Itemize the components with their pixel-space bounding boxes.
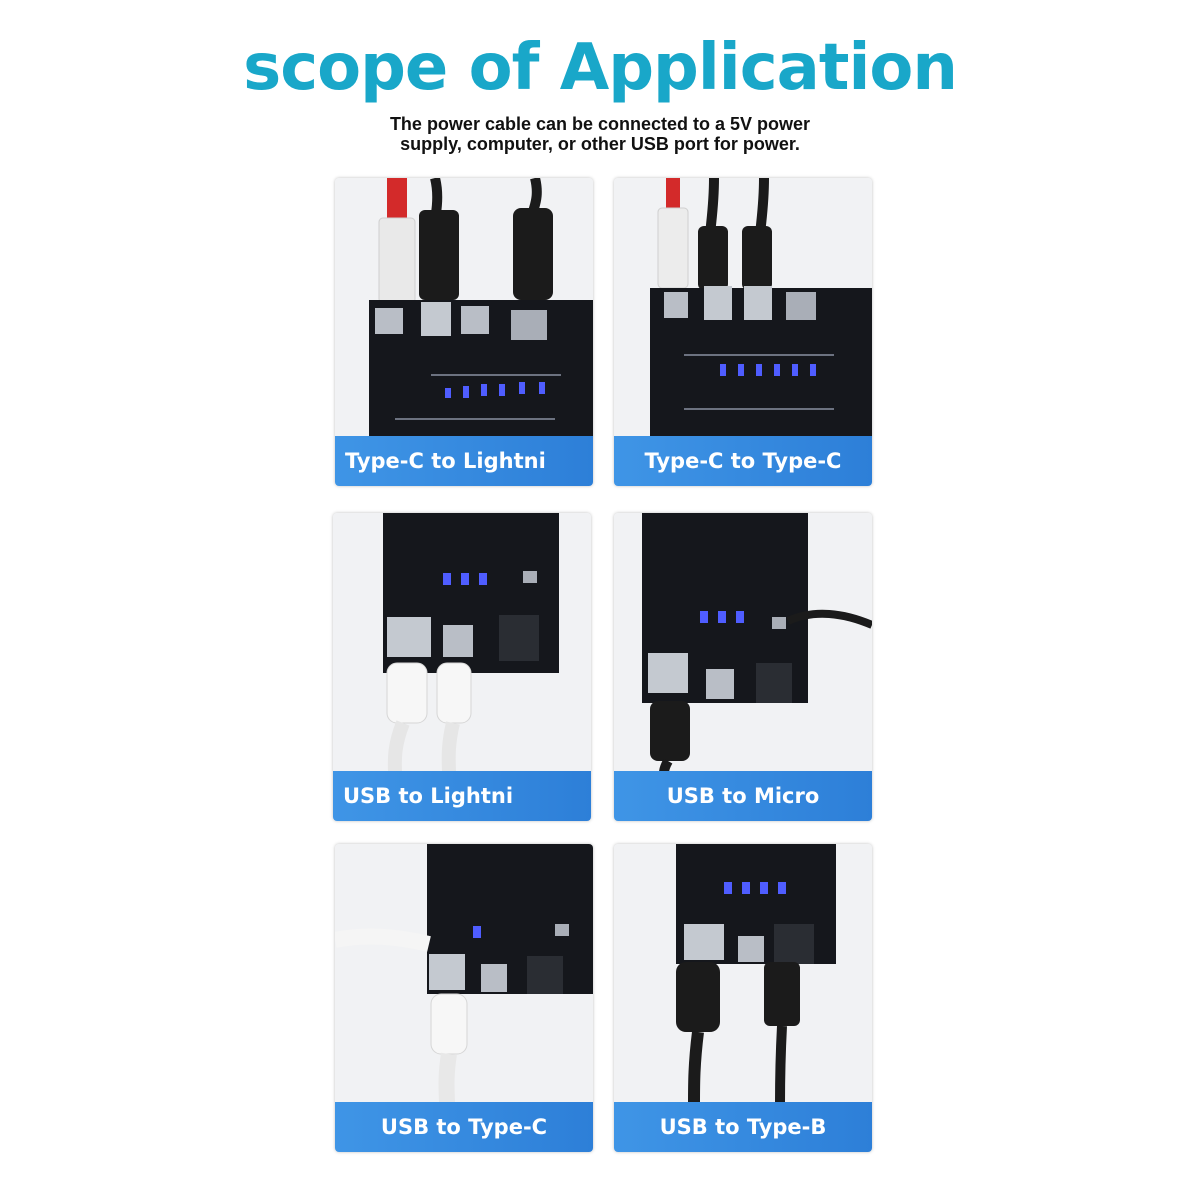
card-type-c-to-lightning: Type-C to Lightni <box>335 178 593 486</box>
board-photo <box>333 513 591 773</box>
card-caption: USB to Type-B <box>614 1102 872 1152</box>
page-subtitle: The power cable can be connected to a 5V… <box>250 114 950 154</box>
card-caption: USB to Micro <box>614 771 872 821</box>
board-photo <box>335 178 593 438</box>
page-title: scope of Application <box>243 31 958 105</box>
card-caption: Type-C to Type-C <box>614 436 872 486</box>
card-usb-to-micro: USB to Micro <box>614 513 872 821</box>
card-caption: USB to Lightni <box>333 771 591 821</box>
subtitle-line-1: The power cable can be connected to a 5V… <box>389 114 811 134</box>
card-caption: Type-C to Lightni <box>335 436 593 486</box>
board-photo <box>614 513 872 773</box>
card-usb-to-type-c: USB to Type-C <box>335 844 593 1152</box>
card-usb-to-type-b: USB to Type-B <box>614 844 872 1152</box>
card-usb-to-lightning: USB to Lightni <box>333 513 591 821</box>
subtitle-line-2: supply, computer, or other USB port for … <box>400 134 800 154</box>
board-photo <box>614 178 872 438</box>
board-photo <box>614 844 872 1104</box>
card-caption: USB to Type-C <box>335 1102 593 1152</box>
card-type-c-to-type-c: Type-C to Type-C <box>614 178 872 486</box>
board-photo <box>335 844 593 1104</box>
